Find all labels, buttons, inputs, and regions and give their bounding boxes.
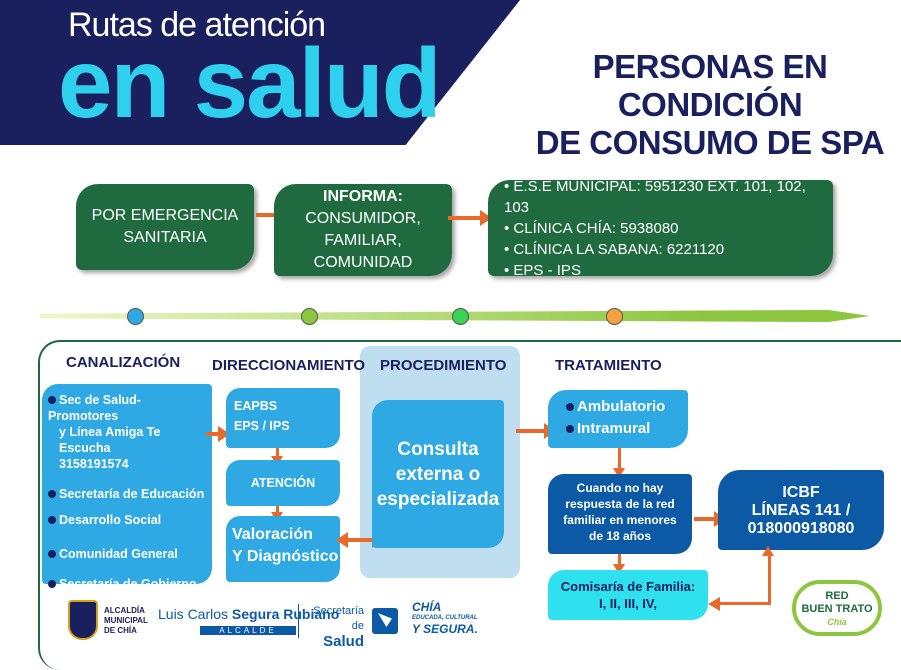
box-emergencia-line1: POR EMERGENCIA	[91, 207, 239, 224]
comisaria-box: Comisaría de Familia: I, II, III, IV,	[548, 570, 708, 620]
consulta-box: Consulta externa o especializada	[372, 400, 504, 548]
canalizacion-item-line: y Línea Amiga Te Escucha	[59, 425, 161, 455]
arrow-down	[271, 448, 283, 466]
no-respuesta-box: Cuando no hay respuesta de la red famili…	[548, 474, 692, 554]
eapbs-box: EAPBS EPS / IPS	[226, 388, 340, 448]
canalizacion-item: Secretaría de Educación	[48, 486, 208, 502]
section-tratamiento: TRATAMIENTO	[555, 357, 662, 374]
tratamiento-item-intramural: Intramural	[566, 418, 688, 440]
valoracion-box: Valoración Y Diagnóstico	[226, 516, 340, 582]
canalizacion-item: Secretaría de Gobierno	[48, 576, 208, 592]
mayor-role: ALCALDE	[200, 626, 296, 635]
box-informa-heading: INFORMA:	[323, 188, 403, 205]
arrow-head-left	[708, 597, 720, 611]
box-informa-line2: FAMILIAR, COMUNIDAD	[313, 232, 413, 271]
box-emergencia: POR EMERGENCIA SANITARIA	[76, 184, 254, 270]
subtitle-line2: DE CONSUMO DE SPA	[535, 124, 885, 161]
arrow-down	[613, 554, 625, 574]
chia-slogan: CHÍA EDUCADA, CULTURAL Y SEGURA.	[412, 600, 478, 636]
consulta-line2: externa o	[395, 463, 481, 485]
timeline-dot	[606, 308, 623, 325]
eapbs-label: EAPBS	[234, 399, 278, 413]
arrow-down	[613, 448, 625, 478]
arrow-head-up	[762, 546, 774, 556]
chia-shield-logo	[68, 600, 98, 640]
arrow-down	[271, 506, 283, 522]
contact-item: • EPS - IPS	[504, 261, 581, 279]
main-panel	[38, 340, 901, 670]
valoracion-line2: Y Diagnóstico	[232, 548, 339, 565]
box-emergencia-line2: SANITARIA	[123, 229, 207, 246]
connector-vertical	[768, 552, 771, 604]
page-subtitle: PERSONAS EN CONDICIÓN DE CONSUMO DE SPA	[520, 48, 900, 162]
canalizacion-item: Sec de Salud-Promotores	[48, 392, 208, 424]
tratamiento-box: Ambulatorio Intramural	[548, 390, 688, 448]
red-buen-trato-logo: RED BUEN TRATO Chía	[792, 580, 882, 636]
contact-item: • E.S.E MUNICIPAL: 5951230 EXT. 101, 102…	[504, 177, 806, 216]
subtitle-line1: PERSONAS EN CONDICIÓN	[592, 48, 828, 123]
contact-item: • CLÍNICA CHÍA: 5938080	[504, 219, 679, 237]
comisaria-line1: Comisaría de Familia:	[560, 579, 696, 594]
icbf-line3: 018000918080	[747, 520, 855, 537]
section-direccionamiento: DIRECCIONAMIENTO	[212, 357, 366, 374]
section-canalizacion: CANALIZACIÓN	[66, 354, 181, 371]
comisaria-line2: I, II, III, IV,	[598, 596, 658, 611]
timeline-dot	[452, 308, 469, 325]
eps-ips-label: EPS / IPS	[234, 419, 290, 433]
no-respuesta-line: respuesta de la red	[565, 497, 675, 511]
timeline-dot	[127, 308, 144, 325]
arrow-consulta-tratamiento	[516, 423, 556, 439]
no-respuesta-line: familiar en menores	[563, 513, 677, 527]
banner-title-line2: en salud	[58, 28, 442, 138]
consulta-line1: Consulta	[397, 438, 479, 460]
secretaria-salud-logo: Secretaría de Salud	[313, 605, 364, 650]
section-procedimiento: PROCEDIMIENTO	[380, 357, 507, 374]
arrow-2	[448, 210, 492, 226]
consulta-line3: especializada	[376, 488, 500, 510]
icbf-box: ICBF LÍNEAS 141 / 018000918080	[718, 470, 884, 550]
box-informa: INFORMA: CONSUMIDOR, FAMILIAR, COMUNIDAD	[274, 184, 452, 276]
mayor-name: Luis Carlos Segura Rubiano	[158, 606, 340, 622]
divider	[298, 604, 299, 638]
canalizacion-item: Comunidad General	[48, 546, 208, 562]
no-respuesta-line: Cuando no hay	[576, 481, 664, 495]
box-informa-line1: CONSUMIDOR,	[305, 210, 421, 227]
icbf-line2: LÍNEAS 141 /	[751, 502, 851, 519]
atencion-label: ATENCIÓN	[250, 476, 316, 490]
tratamiento-item-ambulatorio: Ambulatorio	[566, 396, 688, 418]
canalizacion-item: Desarrollo Social	[48, 512, 208, 528]
icbf-line1: ICBF	[782, 484, 820, 501]
arrow-noresp-icbf	[694, 511, 726, 527]
box-contactos: • E.S.E MUNICIPAL: 5951230 EXT. 101, 102…	[488, 178, 833, 279]
atencion-box: ATENCIÓN	[226, 460, 340, 506]
arrow-canal-dir	[206, 426, 230, 442]
banner-title-line1: Rutas de atención	[68, 6, 326, 44]
arrow-head-left	[336, 532, 348, 548]
canalizacion-item-line: 3158191574	[59, 457, 129, 471]
bird-logo-icon	[372, 608, 398, 634]
canalizacion-box: Sec de Salud-Promotores y Línea Amiga Te…	[42, 384, 212, 623]
contact-item: • CLÍNICA LA SABANA: 6221120	[504, 240, 725, 258]
valoracion-line1: Valoración	[232, 526, 313, 543]
no-respuesta-line: de 18 años	[588, 529, 652, 543]
timeline-dot	[301, 308, 318, 325]
connector-horizontal	[716, 602, 771, 605]
